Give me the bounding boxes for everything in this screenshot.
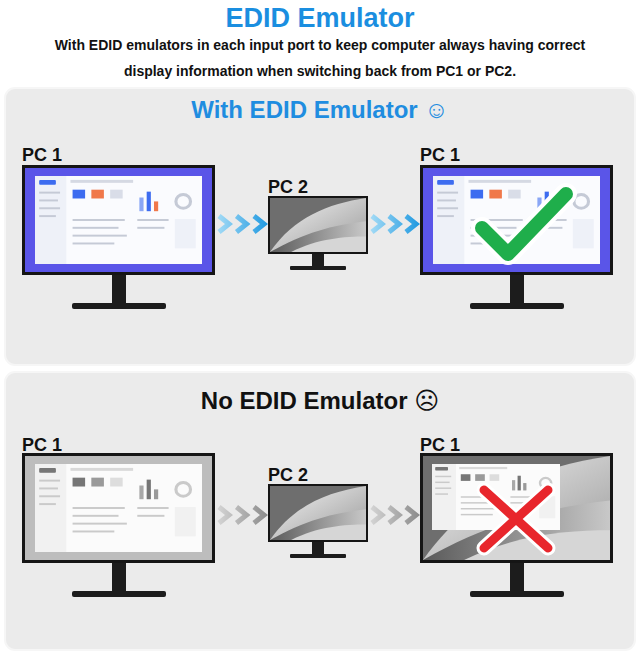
monitor-label: PC 1 xyxy=(420,145,460,165)
chevron-arrow xyxy=(219,216,264,232)
monitor-base xyxy=(470,303,564,309)
monitor-label: PC 2 xyxy=(268,177,308,197)
dashboard-screen xyxy=(35,176,202,264)
monitor-neck xyxy=(112,275,126,305)
monitor-neck xyxy=(312,542,324,556)
monitor-bezel xyxy=(268,196,368,254)
dashboard-screen xyxy=(35,464,202,552)
wallpaper-screen xyxy=(423,456,610,560)
monitor-label: PC 1 xyxy=(420,435,460,455)
wallpaper-screen xyxy=(270,198,366,252)
monitor-screen xyxy=(423,168,610,272)
monitor-base xyxy=(72,303,166,309)
monitor-label: PC 1 xyxy=(22,145,62,165)
cross-mark xyxy=(484,490,548,548)
wallpaper-screen xyxy=(270,486,366,540)
monitor-base xyxy=(290,266,346,270)
monitor-bezel xyxy=(22,453,215,563)
main-title: EDID Emulator xyxy=(0,2,640,34)
panel-heading: With EDID Emulator ☺ xyxy=(5,96,635,124)
monitor-label: PC 2 xyxy=(268,465,308,485)
monitor-node: PC 1 xyxy=(22,145,215,311)
panel-ground xyxy=(5,372,635,650)
monitor-bezel xyxy=(268,484,368,542)
monitor-screen xyxy=(25,456,212,560)
monitor-node: PC 1 xyxy=(420,435,613,599)
panel-ground xyxy=(5,88,635,365)
monitor-screen xyxy=(25,168,212,272)
chevron-arrow xyxy=(372,507,416,523)
check-mark xyxy=(482,194,566,254)
monitor-node: PC 1 xyxy=(420,145,613,311)
monitor-neck xyxy=(510,275,524,305)
monitor-bezel xyxy=(420,453,613,563)
monitor-neck xyxy=(112,563,126,593)
monitor-node: PC 2 xyxy=(268,465,368,560)
dashboard-screen xyxy=(433,176,600,264)
chevron-arrow xyxy=(219,507,264,523)
panel-region: No EDID Emulator ☹ PC 1 PC 2 PC 1 xyxy=(5,372,635,650)
monitor-neck xyxy=(510,563,524,593)
monitor-bezel xyxy=(420,165,613,275)
panel-heading: No EDID Emulator ☹ xyxy=(5,387,635,415)
monitor-base xyxy=(290,554,346,558)
monitor-node: PC 2 xyxy=(268,177,368,272)
monitor-base xyxy=(470,591,564,597)
monitor-bezel xyxy=(22,165,215,275)
cross-outline xyxy=(484,490,548,548)
check-outline xyxy=(482,194,566,254)
panel-region: With EDID Emulator ☺ PC 1 PC 2 PC 1 xyxy=(5,88,635,365)
monitor-label: PC 1 xyxy=(22,435,62,455)
subtitle-note: With EDID emulators in each input port t… xyxy=(30,32,610,84)
monitor-base xyxy=(72,591,166,597)
monitor-neck xyxy=(312,254,324,268)
chevron-arrow xyxy=(372,216,416,232)
monitor-node: PC 1 xyxy=(22,435,215,599)
